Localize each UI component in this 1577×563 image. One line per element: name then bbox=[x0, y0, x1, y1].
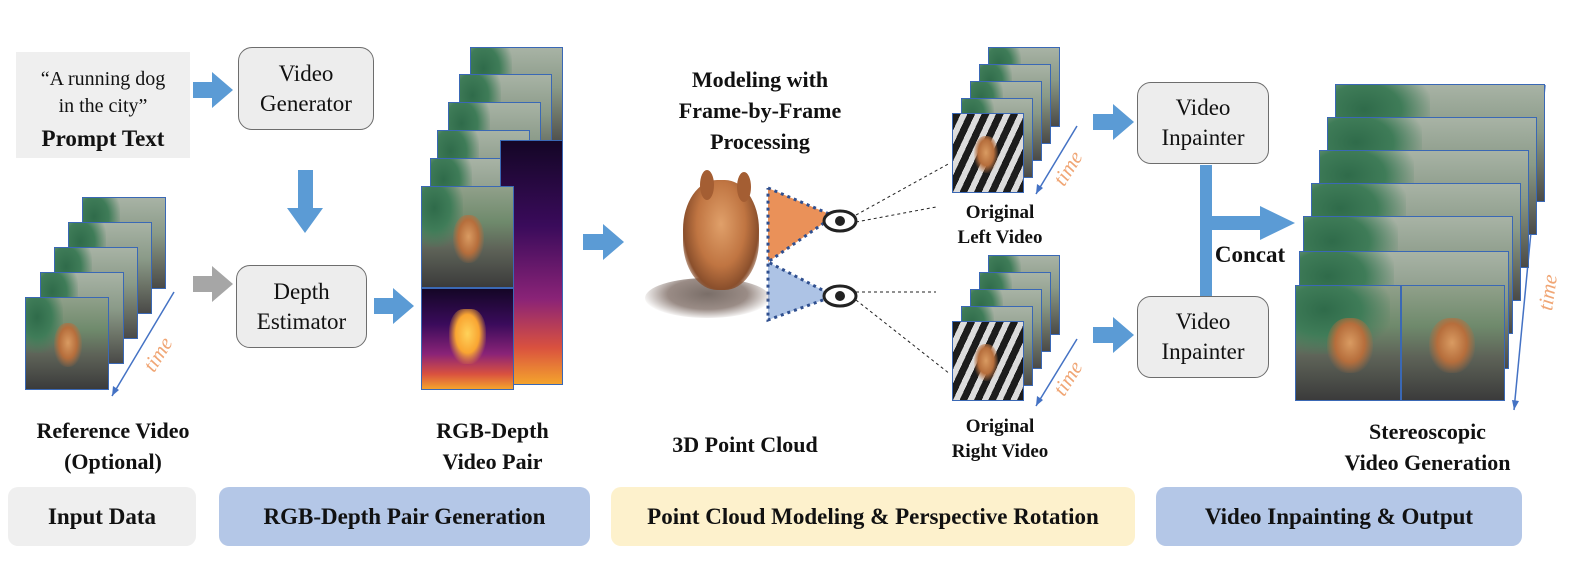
rgb-depth-caption: RGB-Depth Video Pair bbox=[436, 418, 549, 474]
arrow-generator-to-depth bbox=[287, 170, 323, 233]
eye-icon-left bbox=[822, 209, 858, 233]
time-axis-left bbox=[1035, 125, 1078, 195]
arrow-pair-to-pointcloud bbox=[583, 224, 624, 260]
left-frame-front bbox=[952, 113, 1024, 193]
section-video-inpainting-output: Video Inpainting & Output bbox=[1156, 487, 1522, 546]
arrow-reference-to-depth bbox=[193, 266, 233, 302]
section-rgb-depth-generation: RGB-Depth Pair Generation bbox=[219, 487, 590, 546]
arrow-left-to-inpainter bbox=[1093, 104, 1134, 140]
video-generator-box: Video Generator bbox=[238, 47, 374, 130]
time-label-output: time bbox=[1533, 272, 1562, 313]
section-input-data: Input Data bbox=[8, 487, 196, 546]
depth-estimator-box: Depth Estimator bbox=[236, 265, 367, 348]
original-left-caption: Original Left Video bbox=[957, 202, 1043, 248]
concat-connector-horizontal bbox=[1206, 216, 1262, 230]
point-cloud-dog bbox=[645, 170, 770, 318]
reference-video-caption: Reference Video (Optional) bbox=[36, 418, 190, 474]
arrow-right-to-inpainter bbox=[1093, 317, 1134, 353]
frustum-left bbox=[768, 188, 834, 262]
section-point-cloud-modeling: Point Cloud Modeling & Perspective Rotat… bbox=[611, 487, 1135, 546]
video-inpainter-top-box: Video Inpainter bbox=[1137, 82, 1269, 164]
point-cloud-caption: 3D Point Cloud bbox=[672, 432, 818, 457]
depth-frame-front bbox=[421, 288, 514, 390]
time-axis-right bbox=[1035, 338, 1078, 407]
frustum-right bbox=[768, 262, 834, 320]
stereo-frame-front bbox=[1295, 285, 1505, 401]
concat-label: Concat bbox=[1214, 242, 1286, 267]
modeling-caption: Modeling with Frame-by-Frame Processing bbox=[678, 67, 842, 154]
arrow-prompt-to-generator bbox=[193, 72, 233, 108]
prompt-label: Prompt Text bbox=[41, 126, 165, 151]
stereoscopic-caption: Stereoscopic Video Generation bbox=[1344, 419, 1511, 475]
prompt-text-box: “A running dog in the city” Prompt Text bbox=[16, 52, 190, 158]
rgb-frame-front bbox=[421, 186, 514, 288]
original-right-caption: Original Right Video bbox=[951, 416, 1049, 462]
prompt-quote: “A running dog in the city” bbox=[40, 68, 166, 117]
right-frame-front bbox=[952, 321, 1024, 401]
arrow-depth-to-pair bbox=[374, 288, 414, 324]
time-axis-reference bbox=[111, 291, 175, 397]
eye-icon-right bbox=[822, 284, 858, 308]
reference-frame-front bbox=[25, 297, 109, 390]
concat-connector-vertical bbox=[1200, 165, 1212, 297]
video-inpainter-bottom-box: Video Inpainter bbox=[1137, 296, 1269, 378]
arrow-concat-to-output bbox=[1260, 206, 1295, 240]
